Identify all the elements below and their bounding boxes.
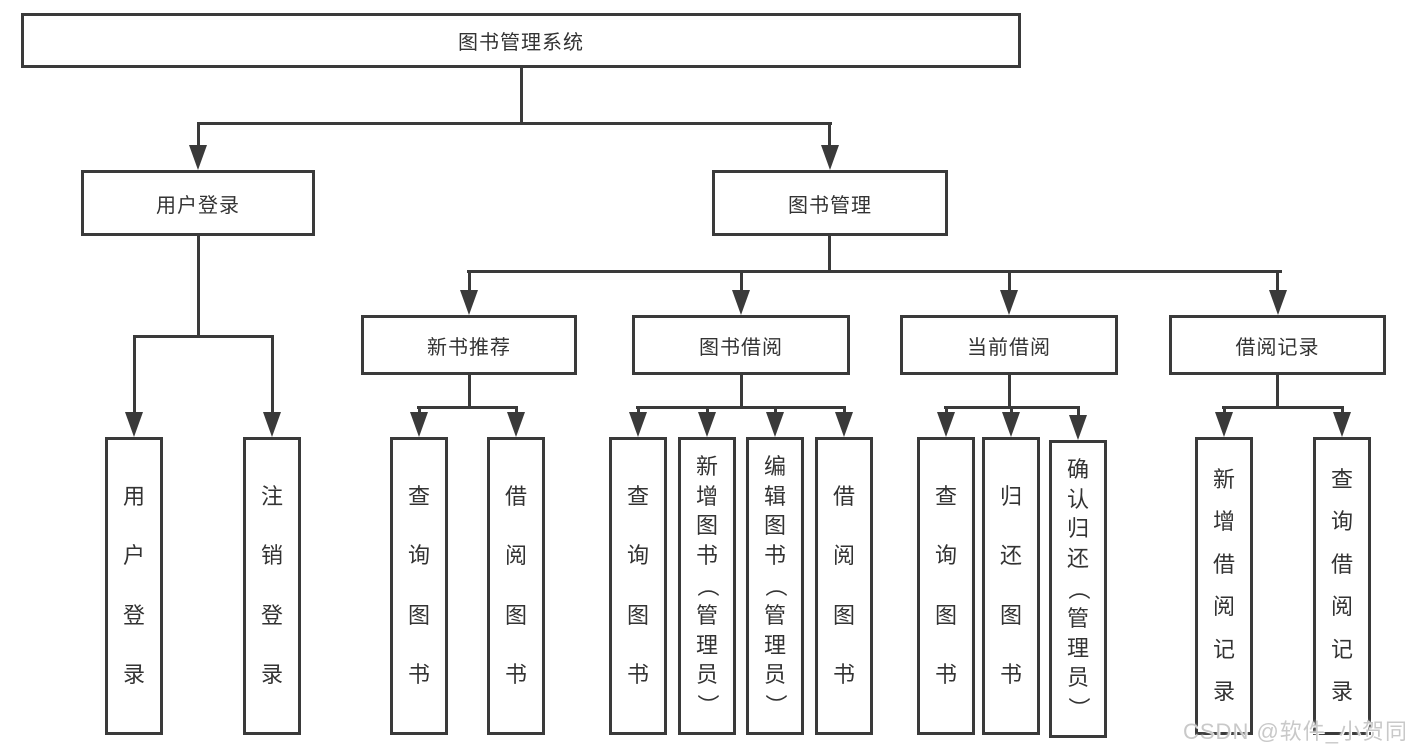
- connector-line: [468, 375, 471, 409]
- arrowhead: [732, 290, 750, 315]
- connector-line: [636, 406, 846, 409]
- connector-line: [740, 270, 743, 291]
- connector-line: [418, 406, 421, 415]
- arrowhead: [1333, 412, 1351, 437]
- arrowhead: [1002, 412, 1020, 437]
- connector-line: [1223, 406, 1226, 415]
- arrowhead: [766, 412, 784, 437]
- connector-line: [197, 122, 200, 148]
- arrowhead: [1000, 290, 1018, 315]
- arrowhead: [410, 412, 428, 437]
- connector-line: [417, 406, 518, 409]
- leaf-nb-query-books: 查询图书: [390, 437, 448, 735]
- leaf-bb-query-books: 查询图书: [609, 437, 667, 735]
- connector-line: [1010, 406, 1013, 415]
- leaf-user-login: 用户登录: [105, 437, 163, 735]
- connector-line: [774, 406, 777, 415]
- arrowhead: [460, 290, 478, 315]
- node-book-management: 图书管理: [712, 170, 948, 236]
- connector-line: [515, 406, 518, 415]
- node-root: 图书管理系统: [21, 13, 1021, 68]
- node-current-borrow: 当前借阅: [900, 315, 1118, 375]
- connector-line: [197, 122, 832, 125]
- connector-line: [828, 122, 831, 148]
- arrowhead: [835, 412, 853, 437]
- arrowhead: [1215, 412, 1233, 437]
- connector-line: [520, 68, 523, 124]
- connector-line: [1276, 270, 1279, 291]
- watermark: CSDN @软件_小贺同学: [1183, 719, 1405, 744]
- connector-line: [197, 236, 200, 337]
- leaf-cb-return-books: 归还图书: [982, 437, 1040, 735]
- connector-line: [706, 406, 709, 415]
- connector-line: [467, 270, 1282, 273]
- leaf-cb-confirm-return-admin: 确认归还（管理员）: [1049, 440, 1107, 738]
- connector-line: [1008, 270, 1011, 291]
- arrowhead: [629, 412, 647, 437]
- connector-line: [740, 375, 743, 409]
- leaf-logout: 注销登录: [243, 437, 301, 735]
- arrowhead: [937, 412, 955, 437]
- connector-line: [828, 236, 831, 272]
- connector-line: [1341, 406, 1344, 415]
- connector-line: [133, 335, 136, 412]
- connector-line: [271, 335, 274, 412]
- arrowhead: [263, 412, 281, 437]
- leaf-br-query-record: 查询借阅记录: [1313, 437, 1371, 735]
- leaf-bb-add-books-admin: 新增图书（管理员）: [678, 437, 736, 735]
- arrowhead: [189, 145, 207, 170]
- connector-line: [1077, 406, 1080, 415]
- connector-line: [1008, 375, 1011, 409]
- leaf-br-add-record: 新增借阅记录: [1195, 437, 1253, 735]
- node-book-borrow: 图书借阅: [632, 315, 850, 375]
- connector-line: [637, 406, 640, 415]
- leaf-nb-borrow-books: 借阅图书: [487, 437, 545, 735]
- node-new-book-recommend: 新书推荐: [361, 315, 577, 375]
- leaf-cb-query-books: 查询图书: [917, 437, 975, 735]
- arrowhead: [507, 412, 525, 437]
- arrowhead: [1069, 415, 1087, 440]
- arrowhead: [1269, 290, 1287, 315]
- connector-line: [1276, 375, 1279, 409]
- connector-line: [1222, 406, 1344, 409]
- node-borrow-record: 借阅记录: [1169, 315, 1386, 375]
- connector-line: [468, 270, 471, 291]
- connector-line: [843, 406, 846, 415]
- arrowhead: [698, 412, 716, 437]
- leaf-bb-edit-books-admin: 编辑图书（管理员）: [746, 437, 804, 735]
- arrowhead: [821, 145, 839, 170]
- leaf-bb-borrow-books: 借阅图书: [815, 437, 873, 735]
- connector-line: [133, 335, 274, 338]
- connector-line: [945, 406, 948, 415]
- node-user-login: 用户登录: [81, 170, 315, 236]
- arrowhead: [125, 412, 143, 437]
